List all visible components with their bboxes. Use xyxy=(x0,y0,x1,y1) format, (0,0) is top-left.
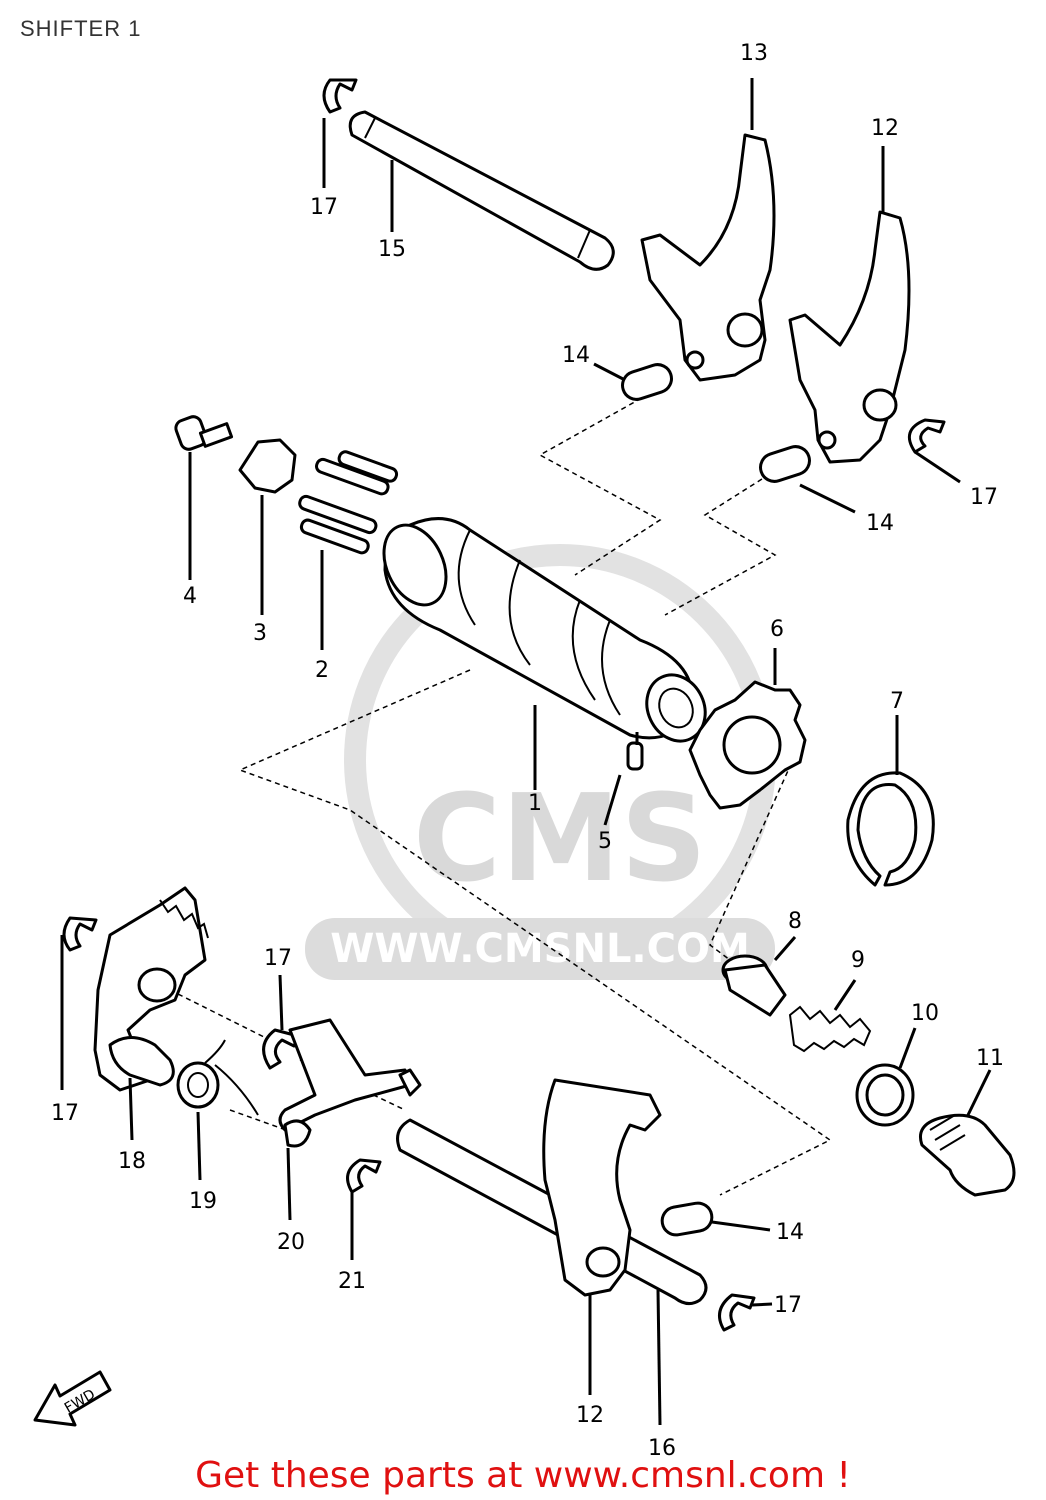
callout-14: 14 xyxy=(776,1220,804,1245)
part-17-circlip-mid xyxy=(262,1028,300,1070)
callout-13: 13 xyxy=(740,41,768,66)
callout-1: 1 xyxy=(528,791,542,816)
callout-17: 17 xyxy=(264,946,292,971)
callout-21: 21 xyxy=(338,1269,366,1294)
part-15-shift-fork-shaft xyxy=(348,110,615,271)
part-20-arm xyxy=(278,1018,422,1148)
part-1-shift-drum xyxy=(382,517,707,743)
part-11-plug-bolt xyxy=(919,1113,1016,1197)
callout-18: 18 xyxy=(118,1149,146,1174)
callout-17: 17 xyxy=(310,195,338,220)
part-17-circlip-left xyxy=(62,916,98,952)
watermark-url: WWW.CMSNL.COM xyxy=(330,926,750,972)
part-21-circlip xyxy=(346,1158,382,1194)
callouts: 13 12 17 15 14 17 14 4 3 2 1 5 6 7 8 9 1… xyxy=(51,41,1004,1461)
part-17-circlip-right xyxy=(907,418,946,454)
part-18-shift-lever xyxy=(93,886,209,1092)
callout-16: 16 xyxy=(648,1436,676,1461)
part-13-shift-fork xyxy=(640,133,776,382)
part-17-circlip-lower xyxy=(718,1293,756,1332)
callout-8: 8 xyxy=(788,909,802,934)
part-9-spring xyxy=(788,1005,872,1053)
part-8-stopper-plunger xyxy=(721,954,787,1017)
leader-lines xyxy=(60,78,992,1426)
callout-14: 14 xyxy=(866,511,894,536)
part-2-pins xyxy=(298,450,399,555)
part-14-pin-upper-right xyxy=(759,445,811,483)
part-14-pin-lower xyxy=(660,1201,714,1237)
callout-5: 5 xyxy=(598,829,612,854)
callout-19: 19 xyxy=(189,1189,217,1214)
part-3-segment-plate xyxy=(238,438,297,494)
callout-17: 17 xyxy=(51,1101,79,1126)
callout-12: 12 xyxy=(871,116,899,141)
callout-10: 10 xyxy=(911,1001,939,1026)
part-17-circlip-top xyxy=(322,78,358,114)
part-12-shift-fork-lower xyxy=(542,1078,662,1297)
callout-7: 7 xyxy=(890,689,904,714)
watermark: CMS WWW.CMSNL.COM xyxy=(305,544,776,980)
watermark-brand: CMS xyxy=(413,770,707,909)
fwd-arrow-icon: FWD xyxy=(33,1370,112,1427)
part-10-washer xyxy=(855,1063,915,1127)
callout-17: 17 xyxy=(774,1293,802,1318)
part-6-drum-stopper-plate xyxy=(688,680,807,810)
part-4-screw xyxy=(174,415,234,451)
callout-17: 17 xyxy=(970,485,998,510)
callout-4: 4 xyxy=(183,584,197,609)
callout-12: 12 xyxy=(576,1403,604,1428)
callout-14: 14 xyxy=(562,343,590,368)
callout-6: 6 xyxy=(770,617,784,642)
part-14-pin-upper-left xyxy=(621,363,673,401)
callout-20: 20 xyxy=(277,1230,305,1255)
callout-9: 9 xyxy=(851,948,865,973)
callout-3: 3 xyxy=(253,621,267,646)
part-12-shift-fork-upper xyxy=(788,210,911,464)
page-title: SHIFTER 1 xyxy=(20,16,142,41)
part-5-dowel-pin xyxy=(626,741,644,771)
callout-11: 11 xyxy=(976,1046,1004,1071)
part-19-torsion-spring xyxy=(176,1039,259,1116)
part-7-circlip-large xyxy=(846,771,935,887)
callout-15: 15 xyxy=(378,237,406,262)
footer-link[interactable]: Get these parts at www.cmsnl.com ! xyxy=(195,1455,851,1496)
callout-2: 2 xyxy=(315,658,329,683)
